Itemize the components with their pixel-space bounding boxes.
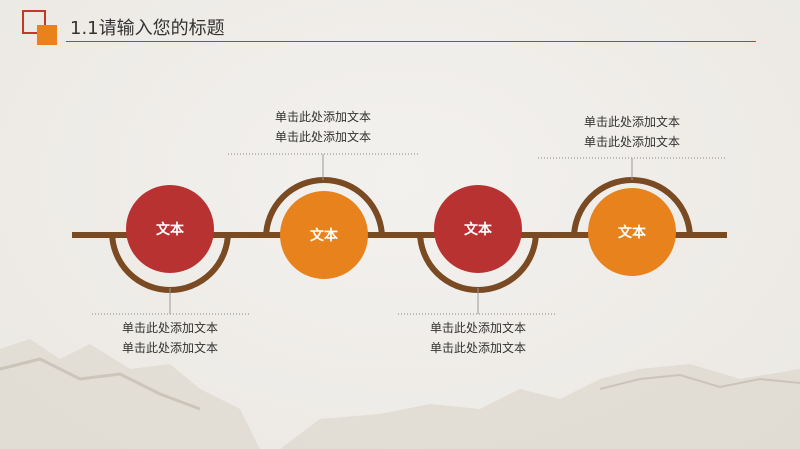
note-bottom-1-line-1: 单击此处添加文本 — [121, 321, 218, 335]
note-top-2-line-1: 单击此处添加文本 — [583, 115, 680, 129]
note-top-1-line-2: 单击此处添加文本 — [274, 130, 371, 144]
note-bottom-1-line-2: 单击此处添加文本 — [121, 341, 218, 355]
timeline-node-1-label: 文本 — [156, 222, 184, 238]
page-title: 1.1请输入您的标题 — [70, 18, 225, 39]
timeline-node-2-label: 文本 — [310, 228, 338, 244]
note-top-2[interactable]: 单击此处添加文本 单击此处添加文本 — [532, 112, 732, 152]
timeline-node-1: 文本 — [126, 185, 214, 273]
node-ring-2 — [263, 177, 385, 239]
note-top-1-line-1: 单击此处添加文本 — [274, 110, 371, 124]
timeline-node-3: 文本 — [434, 185, 522, 273]
note-bottom-2-line-1: 单击此处添加文本 — [429, 321, 526, 335]
timeline-node-4-label: 文本 — [618, 225, 646, 241]
note-bottom-2-line-2: 单击此处添加文本 — [429, 341, 526, 355]
title-underline — [66, 41, 756, 42]
timeline-node-2: 文本 — [280, 191, 368, 279]
timeline-node-4: 文本 — [588, 188, 676, 276]
node-ring-4 — [571, 177, 693, 239]
note-bottom-1[interactable]: 单击此处添加文本 单击此处添加文本 — [70, 318, 270, 358]
great-wall-background-art — [0, 339, 800, 449]
note-bottom-2[interactable]: 单击此处添加文本 单击此处添加文本 — [378, 318, 578, 358]
timeline-bar — [72, 232, 727, 238]
title-decor-square-outline — [22, 10, 46, 34]
timeline-node-3-label: 文本 — [464, 222, 492, 238]
note-top-2-line-2: 单击此处添加文本 — [583, 135, 680, 149]
title-decor-square-fill — [37, 25, 57, 45]
note-top-1[interactable]: 单击此处添加文本 单击此处添加文本 — [223, 107, 423, 147]
